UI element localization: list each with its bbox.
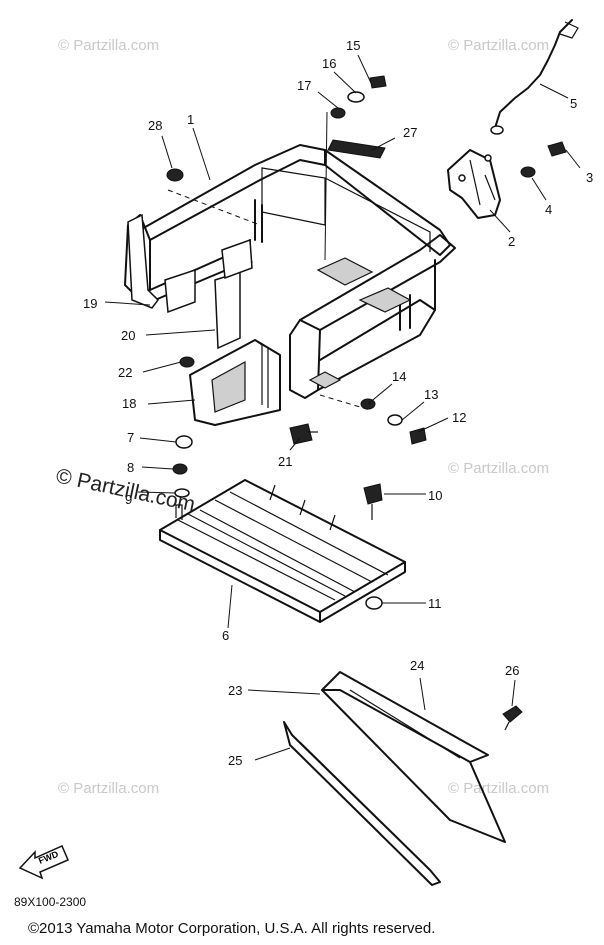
callout-17: 17 — [297, 78, 311, 93]
release-cable — [490, 19, 579, 135]
nut-28 — [166, 168, 184, 182]
callout-13: 13 — [424, 387, 438, 402]
plate-20b — [221, 238, 253, 280]
callout-4: 4 — [545, 202, 552, 217]
callout-22: 22 — [118, 365, 132, 380]
callout-19: 19 — [83, 296, 97, 311]
fastener-stack-top — [324, 75, 387, 261]
callout-15: 15 — [346, 38, 360, 53]
bracket-19b — [164, 268, 196, 314]
watermarks: © Partzilla.com © Partzilla.com © Partzi… — [54, 37, 549, 797]
bolt-10 — [363, 483, 383, 505]
plate-20 — [214, 270, 241, 350]
watermark-bottom-left: © Partzilla.com — [58, 780, 159, 797]
bolt-21 — [289, 423, 313, 445]
washer-8 — [172, 463, 188, 475]
diagram-code: 89X100-2300 — [14, 895, 87, 909]
washer-13 — [387, 414, 403, 426]
callout-2: 2 — [508, 234, 515, 249]
callout-6: 6 — [222, 628, 229, 643]
callout-25: 25 — [228, 753, 242, 768]
callout-9: 9 — [125, 492, 132, 507]
leader-lines — [104, 54, 581, 761]
callout-labels: 1 2 3 4 5 6 7 8 9 10 11 12 13 14 15 16 1… — [83, 38, 593, 768]
callout-28: 28 — [148, 118, 162, 133]
callout-5: 5 — [570, 96, 577, 111]
bracket-19 — [127, 213, 159, 309]
side-panel-25 — [283, 721, 441, 886]
floor-panel — [159, 479, 406, 623]
callout-23: 23 — [228, 683, 242, 698]
nut-11 — [365, 596, 383, 610]
callout-14: 14 — [392, 369, 406, 384]
callout-7: 7 — [127, 430, 134, 445]
clip-26 — [502, 705, 523, 723]
callout-26: 26 — [505, 663, 519, 678]
nut-7 — [175, 435, 193, 449]
callout-10: 10 — [428, 488, 442, 503]
callout-24: 24 — [410, 658, 424, 673]
latch-assembly — [447, 149, 501, 219]
callout-16: 16 — [322, 56, 336, 71]
callout-8: 8 — [127, 460, 134, 475]
bolt-3 — [547, 141, 567, 157]
callout-20: 20 — [121, 328, 135, 343]
side-panel-24 — [321, 671, 506, 843]
callout-18: 18 — [122, 396, 136, 411]
storage-box — [189, 339, 281, 426]
watermark-top-right: © Partzilla.com — [448, 37, 549, 54]
watermark-bottom-right: © Partzilla.com — [448, 780, 549, 797]
callout-3: 3 — [586, 170, 593, 185]
nut-22 — [179, 356, 195, 368]
bolt-12 — [409, 427, 427, 445]
nut-4 — [520, 166, 536, 178]
callout-12: 12 — [452, 410, 466, 425]
watermark-top-left: © Partzilla.com — [58, 37, 159, 54]
callout-21: 21 — [278, 454, 292, 469]
fwd-arrow: FWD — [18, 845, 69, 880]
label-plate — [327, 139, 386, 159]
copyright-notice: ©2013 Yamaha Motor Corporation, U.S.A. A… — [28, 920, 436, 937]
callout-1: 1 — [187, 112, 194, 127]
callout-27: 27 — [403, 125, 417, 140]
callout-11: 11 — [428, 596, 442, 611]
watermark-mid-right: © Partzilla.com — [448, 460, 549, 477]
washer-9 — [174, 488, 190, 498]
